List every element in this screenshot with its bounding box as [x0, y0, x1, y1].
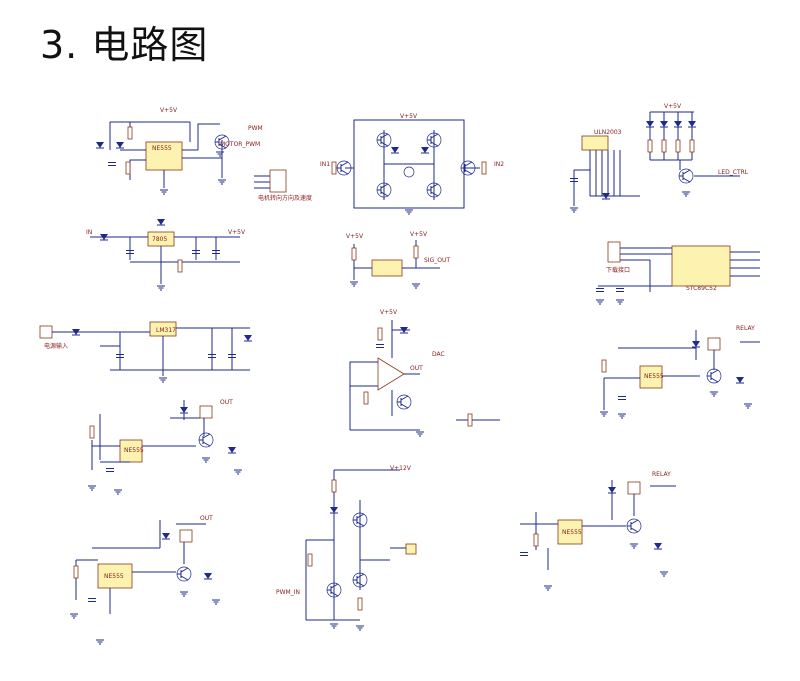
- block-led-array: ULN2003 LED_CTRL V+5V: [569, 103, 749, 213]
- page-title: 3. 电路图: [40, 23, 209, 67]
- svg-text:RELAY: RELAY: [652, 471, 671, 478]
- svg-text:LED_CTRL: LED_CTRL: [718, 169, 749, 176]
- block-opamp: V+5V OUT DAC: [349, 309, 500, 437]
- svg-text:PWM_IN: PWM_IN: [276, 589, 300, 596]
- serial-download-label: 下载接口: [606, 266, 630, 274]
- block-relay-4: NE555 OUT: [69, 515, 221, 645]
- block-relay-2: NE555 OUT: [87, 399, 243, 495]
- svg-text:ULN2003: ULN2003: [594, 129, 622, 136]
- svg-text:7805: 7805: [152, 236, 167, 243]
- block-h-bridge: V+5V IN1 IN2: [320, 113, 504, 215]
- svg-text:V+5V: V+5V: [400, 113, 418, 120]
- svg-text:V+5V: V+5V: [346, 233, 364, 240]
- svg-text:NE555: NE555: [104, 573, 124, 580]
- block-555-speed: NE555 V+5V PWM MOTOR_PWM 电机转向方向及速度: [95, 107, 312, 202]
- svg-text:STC89C52: STC89C52: [686, 285, 717, 292]
- motor-dir-speed-label: 电机转向方向及速度: [258, 194, 312, 202]
- svg-text:NE555: NE555: [562, 529, 582, 536]
- svg-text:OUT: OUT: [220, 399, 233, 406]
- svg-text:OUT: OUT: [410, 365, 423, 372]
- svg-text:NE555: NE555: [152, 145, 172, 152]
- svg-text:MOTOR_PWM: MOTOR_PWM: [220, 141, 260, 148]
- svg-text:NE555: NE555: [124, 447, 144, 454]
- block-transistor-chain: V+12V PWM_IN: [276, 465, 417, 631]
- block-regulator-1: 7805 V+5V IN: [86, 218, 246, 291]
- svg-text:V+5V: V+5V: [228, 229, 246, 236]
- svg-text:LM317: LM317: [156, 327, 176, 334]
- svg-text:DAC: DAC: [432, 351, 445, 358]
- svg-text:PWM: PWM: [248, 125, 263, 132]
- svg-text:IN: IN: [86, 229, 92, 236]
- svg-text:NE555: NE555: [644, 373, 664, 380]
- svg-text:V+5V: V+5V: [160, 107, 178, 114]
- block-power-input: 电源输入 LM317: [39, 321, 253, 383]
- svg-text:V+5V: V+5V: [410, 231, 428, 238]
- svg-text:IN2: IN2: [494, 161, 504, 168]
- block-relay-3: NE555 RELAY: [519, 471, 676, 591]
- block-optocoupler: V+5V V+5V SIG_OUT: [346, 231, 450, 289]
- power-input-label: 电源输入: [44, 342, 68, 350]
- svg-text:V+12V: V+12V: [390, 465, 412, 472]
- svg-text:V+5V: V+5V: [380, 309, 398, 316]
- svg-text:SIG_OUT: SIG_OUT: [424, 257, 450, 264]
- svg-text:V+5V: V+5V: [664, 103, 682, 110]
- svg-text:IN1: IN1: [320, 161, 330, 168]
- block-relay-1: NE555 RELAY: [599, 325, 760, 419]
- svg-text:RELAY: RELAY: [736, 325, 755, 332]
- block-mcu: STC89C52 下载接口: [595, 241, 760, 305]
- svg-text:OUT: OUT: [200, 515, 213, 522]
